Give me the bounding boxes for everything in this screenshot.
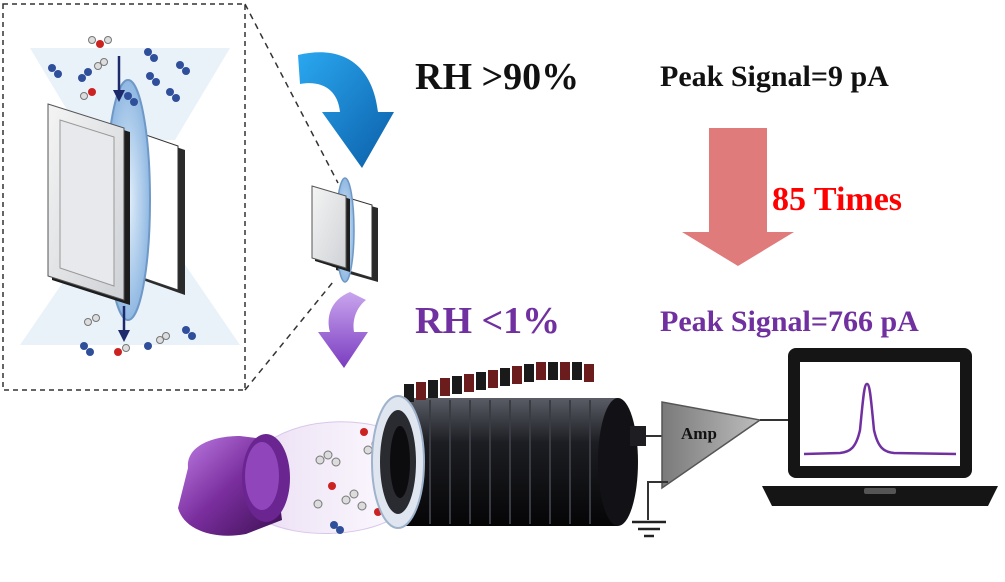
peak-signal-high-label: Peak Signal=9 pA bbox=[660, 60, 889, 93]
uv-lamp bbox=[178, 421, 391, 536]
ion-detector-tube bbox=[371, 362, 662, 529]
peak-trace bbox=[803, 382, 957, 456]
ground-symbol bbox=[632, 520, 666, 538]
amp-label: Amp bbox=[681, 424, 717, 443]
down-arrow-icon bbox=[682, 128, 794, 266]
factor-label: 85 Times bbox=[772, 181, 903, 218]
purple-curved-arrow-icon bbox=[318, 292, 368, 368]
filter-membrane-inset bbox=[2, 3, 339, 391]
filter-cartridge bbox=[311, 177, 378, 283]
rh-low-label: RH <1% bbox=[415, 300, 561, 342]
blue-curved-arrow-icon bbox=[298, 52, 394, 168]
peak-signal-low-label: Peak Signal=766 pA bbox=[660, 305, 919, 338]
laptop-signal bbox=[762, 348, 998, 506]
rh-high-label: RH >90% bbox=[415, 56, 580, 98]
